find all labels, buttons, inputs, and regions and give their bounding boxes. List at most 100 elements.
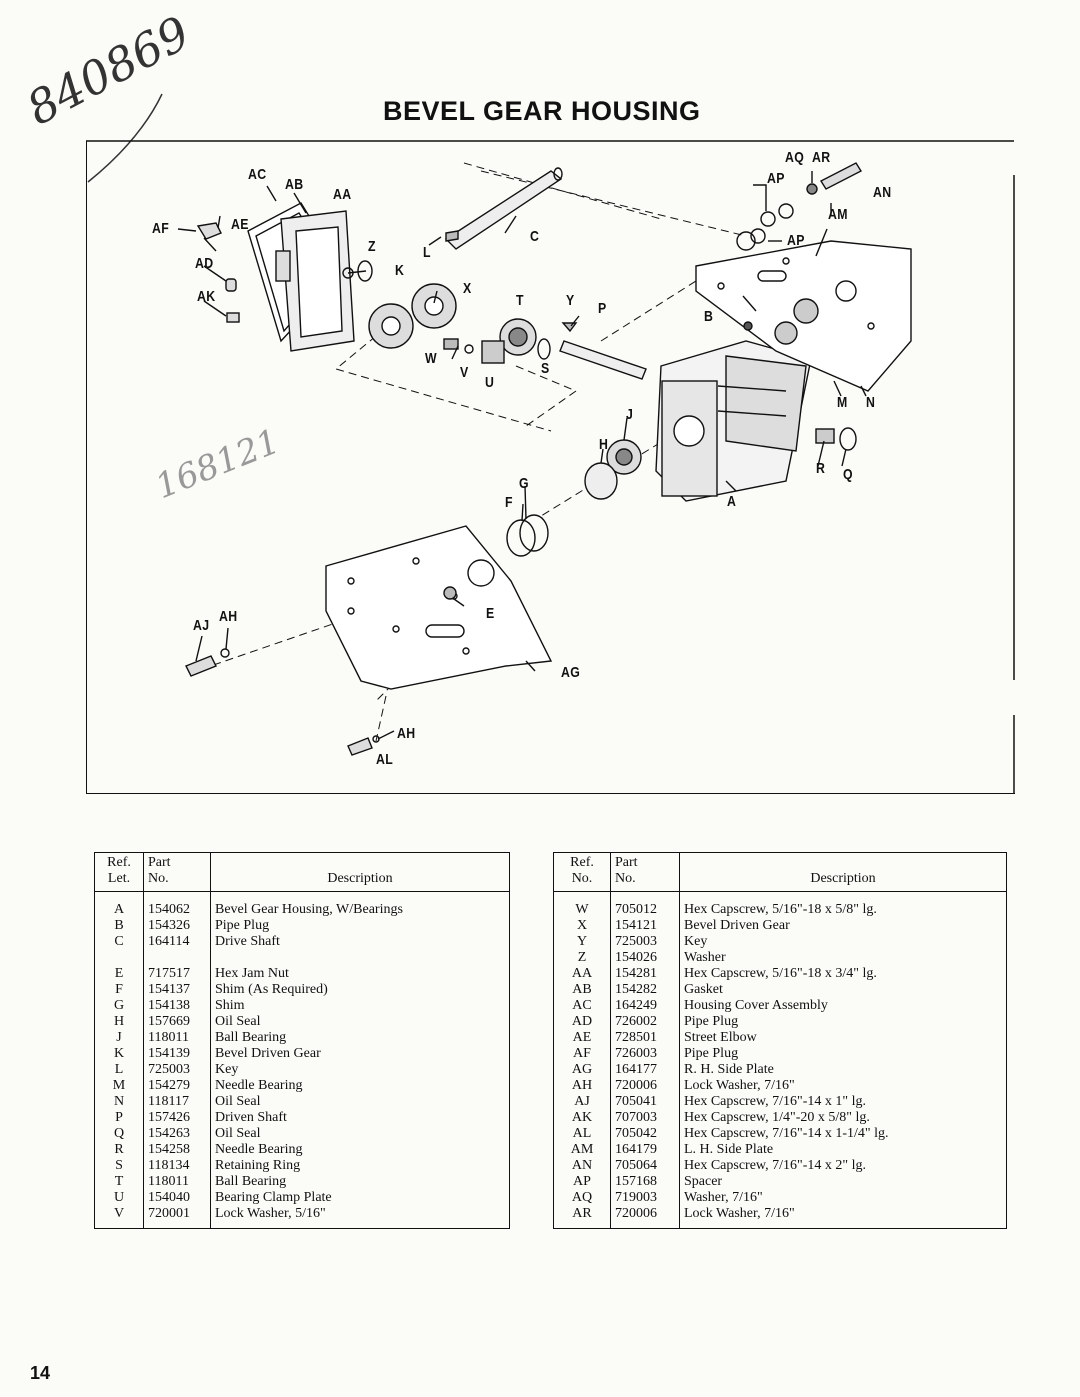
ref-cell: AM	[553, 1142, 611, 1158]
label-J: J	[626, 406, 634, 423]
label-L: L	[423, 244, 431, 261]
description-cell: Oil Seal	[210, 1014, 510, 1030]
description-cell: Bevel Driven Gear	[679, 918, 1007, 934]
ref-cell: K	[94, 1046, 144, 1062]
label-AM: AM	[828, 206, 848, 223]
ref-cell: H	[94, 1014, 144, 1030]
ref-cell: X	[553, 918, 611, 934]
header-description: Description	[679, 852, 1007, 892]
ref-cell: A	[94, 891, 144, 918]
ref-cell: AQ	[553, 1190, 611, 1206]
description-cell: Hex Capscrew, 5/16"-18 x 3/4" lg.	[679, 966, 1007, 982]
diagram-frame	[86, 141, 1015, 794]
ref-cell: AK	[553, 1110, 611, 1126]
ref-cell: AE	[553, 1030, 611, 1046]
page-title: BEVEL GEAR HOUSING	[383, 96, 701, 126]
part-number-cell: 164114	[143, 934, 211, 950]
part-number-cell: 705042	[610, 1126, 680, 1142]
part-number-cell: 118011	[143, 1030, 211, 1046]
part-number-cell: 118117	[143, 1094, 211, 1110]
label-AC: AC	[248, 166, 267, 183]
part-number-cell: 728501	[610, 1030, 680, 1046]
part-number-cell: 720006	[610, 1078, 680, 1094]
ref-cell: AF	[553, 1046, 611, 1062]
part-number-cell: 705041	[610, 1094, 680, 1110]
description-cell: Key	[210, 1062, 510, 1078]
ref-cell: AR	[553, 1206, 611, 1229]
description-cell: Washer	[679, 950, 1007, 966]
label-AG: AG	[561, 664, 581, 681]
description-cell: Shim (As Required)	[210, 982, 510, 998]
description-cell: Pipe Plug	[679, 1046, 1007, 1062]
label-Q: Q	[843, 466, 853, 483]
label-AA: AA	[333, 186, 352, 203]
description-cell: Needle Bearing	[210, 1142, 510, 1158]
description-cell: Hex Capscrew, 5/16"-18 x 5/8" lg.	[679, 891, 1007, 918]
ref-cell: AB	[553, 982, 611, 998]
part-number-cell: 717517	[143, 966, 211, 982]
part-number-cell: 705064	[610, 1158, 680, 1174]
description-cell: Lock Washer, 7/16"	[679, 1078, 1007, 1094]
description-cell: L. H. Side Plate	[679, 1142, 1007, 1158]
ref-cell: AP	[553, 1174, 611, 1190]
part-number-cell: 154258	[143, 1142, 211, 1158]
ref-cell: AC	[553, 998, 611, 1014]
part-number-cell: 157426	[143, 1110, 211, 1126]
part-number-cell: 164179	[610, 1142, 680, 1158]
ref-cell: R	[94, 1142, 144, 1158]
part-number-cell: 154281	[610, 966, 680, 982]
part-number-cell: 154263	[143, 1126, 211, 1142]
description-cell: Hex Capscrew, 7/16"-14 x 2" lg.	[679, 1158, 1007, 1174]
part-number-cell: 154137	[143, 982, 211, 998]
label-AK: AK	[197, 288, 216, 305]
description-cell: Key	[679, 934, 1007, 950]
ref-cell: L	[94, 1062, 144, 1078]
part-number-cell: 705012	[610, 891, 680, 918]
part-number-cell: 118134	[143, 1158, 211, 1174]
description-cell: Ball Bearing	[210, 1030, 510, 1046]
table-spacer-row	[94, 950, 510, 966]
description-cell: Driven Shaft	[210, 1110, 510, 1126]
part-number-cell: 154279	[143, 1078, 211, 1094]
label-N: N	[866, 394, 876, 411]
label-B: B	[704, 308, 714, 325]
label-AH: AH	[397, 725, 416, 742]
label-AD: AD	[195, 255, 214, 272]
description-cell: R. H. Side Plate	[679, 1062, 1007, 1078]
description-cell: Pipe Plug	[210, 918, 510, 934]
label-G: G	[519, 475, 529, 492]
ref-cell: AJ	[553, 1094, 611, 1110]
label-AB: AB	[285, 176, 304, 193]
ref-cell: G	[94, 998, 144, 1014]
description-cell: Lock Washer, 7/16"	[679, 1206, 1007, 1229]
part-number-cell: 157669	[143, 1014, 211, 1030]
ref-cell: E	[94, 966, 144, 982]
ref-cell: W	[553, 891, 611, 918]
label-F: F	[505, 494, 513, 511]
description-cell: Washer, 7/16"	[679, 1190, 1007, 1206]
ref-cell: P	[94, 1110, 144, 1126]
label-AQ: AQ	[785, 149, 805, 166]
label-AP: AP	[787, 232, 805, 249]
